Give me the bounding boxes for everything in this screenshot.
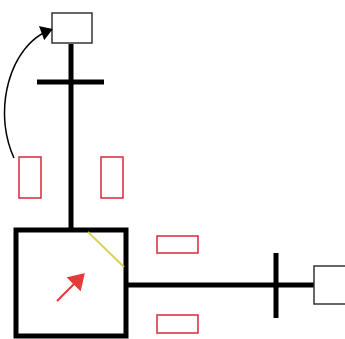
inner-red-arrow [56, 273, 85, 302]
curved-arrow [3, 26, 53, 159]
yellow-diagonal [87, 231, 125, 268]
upper-right-red-rect [156, 235, 199, 254]
right-small-box [313, 265, 345, 305]
top-small-box [51, 12, 93, 44]
main-square [13, 227, 129, 339]
lower-right-red-rect [156, 314, 199, 334]
left-red-rect [18, 156, 42, 199]
middle-red-rect [100, 156, 124, 199]
